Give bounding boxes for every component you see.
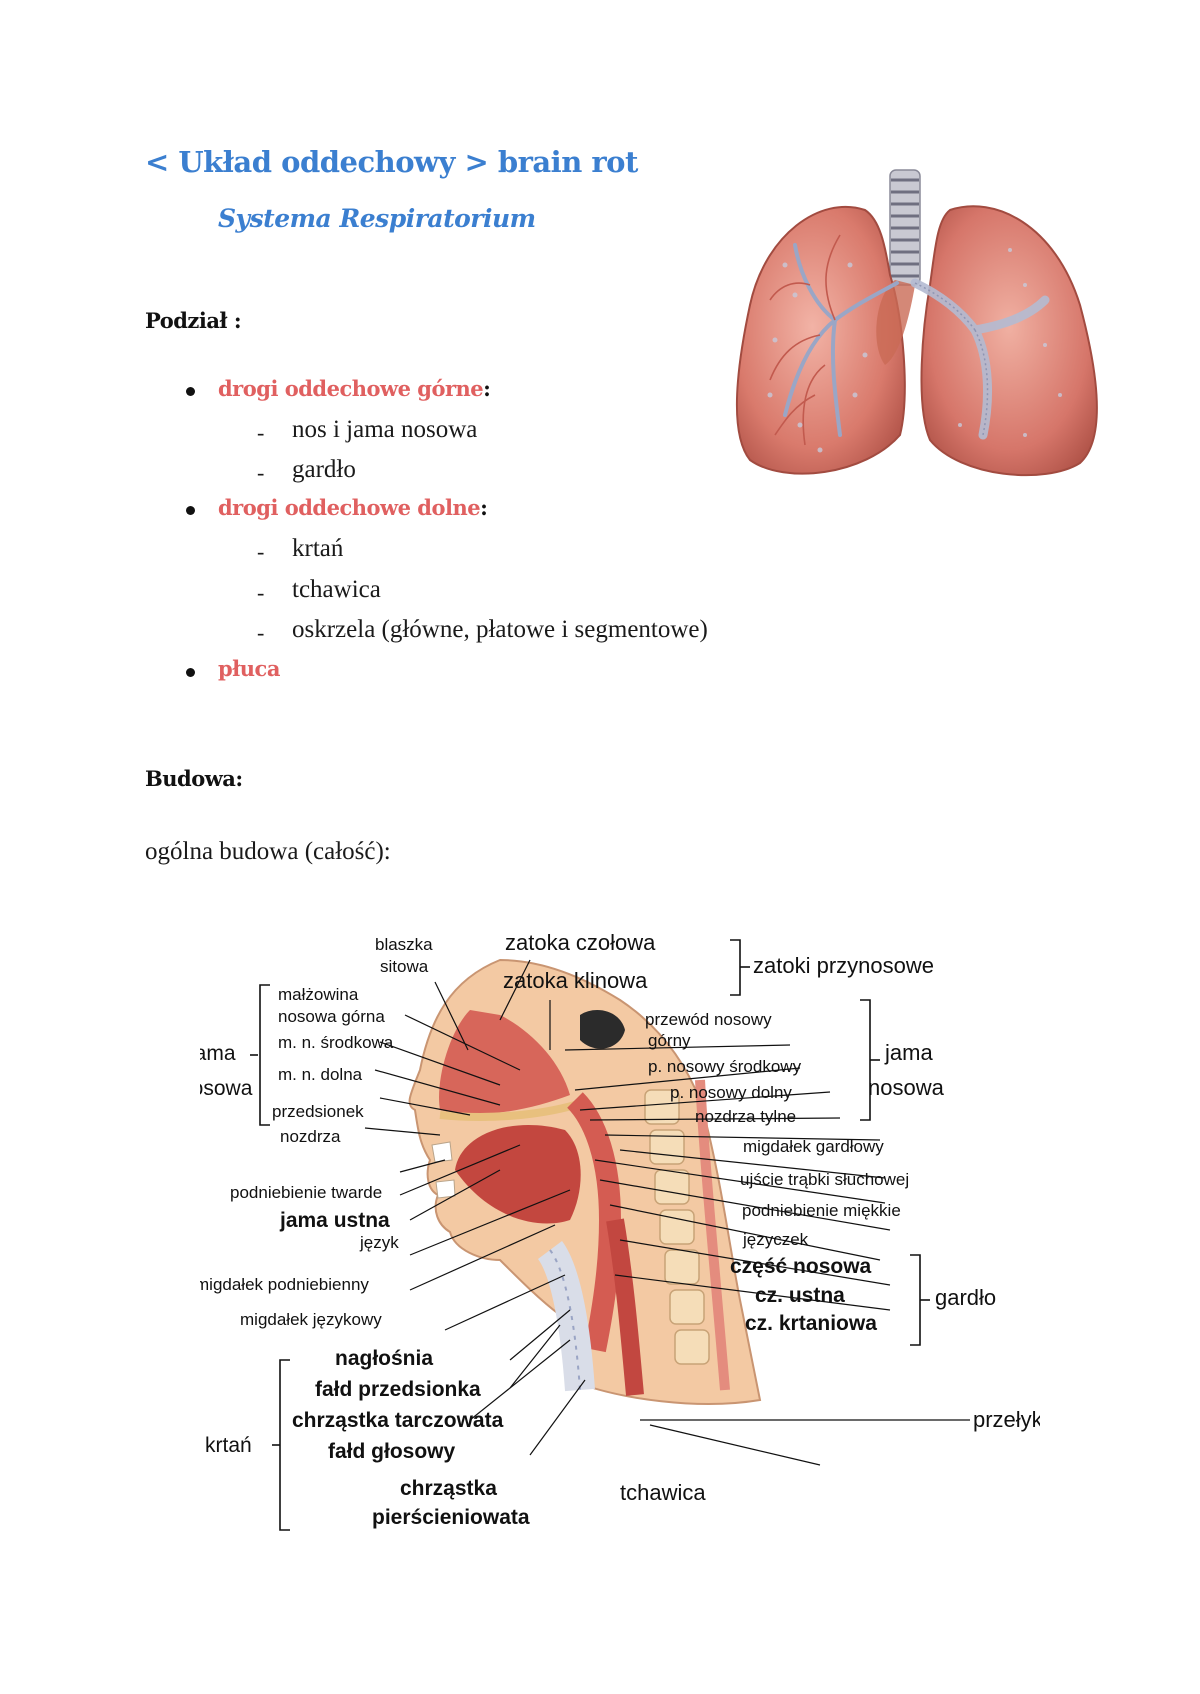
vessels-left-icon xyxy=(769,234,841,446)
bullet-icon xyxy=(186,506,195,515)
group-label: drogi oddechowe dolne xyxy=(218,495,481,520)
head-section-icon xyxy=(408,958,762,1405)
page-title: < Układ oddechowy > brain rot xyxy=(145,145,638,179)
label-fald-glosowy: fałd głosowy xyxy=(328,1440,456,1463)
label-nosowa-gorna: nosowa górna xyxy=(278,1007,385,1026)
label-jezyczek: języczek xyxy=(742,1230,809,1249)
label-naglosnia: nagłośnia xyxy=(335,1347,433,1370)
group-label: płuca xyxy=(218,656,280,681)
right-lung-icon xyxy=(920,205,1098,477)
label-nozdrza: nozdrza xyxy=(280,1127,341,1146)
head-neck-diagram: blaszka sitowa małżowina nosowa górna m.… xyxy=(200,930,1040,1531)
label-sitowa: sitowa xyxy=(380,957,429,976)
label-tchawica: tchawica xyxy=(620,1480,706,1505)
label-p-nosowy-srodkowy: p. nosowy środkowy xyxy=(648,1057,802,1076)
label-przelyk: przełyk xyxy=(973,1407,1040,1432)
label-migdalek-jezykowy: migdałek językowy xyxy=(240,1310,382,1329)
label-jama: jama xyxy=(200,1042,236,1065)
label-krtan: krtań xyxy=(205,1434,252,1457)
list-item: krtań xyxy=(292,535,344,562)
division-heading: Podział : xyxy=(145,308,242,333)
label-fald-przedsionka: fałd przedsionka xyxy=(315,1378,481,1401)
label-pierscieniowata: pierścieniowata xyxy=(372,1506,530,1529)
label-cz-krtaniowa: cz. krtaniowa xyxy=(745,1312,877,1335)
label-czesc-nosowa: część nosowa xyxy=(730,1255,872,1278)
label-chrzastka: chrząstka xyxy=(400,1477,497,1500)
dash-icon: - xyxy=(257,420,265,445)
structure-heading: Budowa: xyxy=(145,766,243,791)
dash-icon: - xyxy=(257,580,265,605)
dash-icon: - xyxy=(257,539,265,564)
page-subtitle: Systema Respiratorium xyxy=(218,204,536,233)
label-nosowa: nosowa xyxy=(200,1077,253,1100)
label-malzowina: małżowina xyxy=(278,985,359,1004)
list-item: nos i jama nosowa xyxy=(292,416,478,443)
label-gorny: górny xyxy=(648,1031,691,1050)
label-nozdrza-tylne: nozdrza tylne xyxy=(695,1107,796,1126)
dash-icon: - xyxy=(257,460,265,485)
group-label: drogi oddechowe górne xyxy=(218,376,484,401)
label-mn-srodkowa: m. n. środkowa xyxy=(278,1033,394,1052)
bronchi-left-icon xyxy=(783,243,899,437)
label-gardlo: gardło xyxy=(935,1285,996,1310)
group-upper: drogi oddechowe górne: xyxy=(218,376,491,401)
label-podniebienie-twarde: podniebienie twarde xyxy=(230,1183,382,1202)
label-p-nosowy-dolny: p. nosowy dolny xyxy=(670,1083,792,1102)
label-chrzastka-tarczowata: chrząstka tarczowata xyxy=(292,1409,504,1432)
brackets-icon xyxy=(250,939,930,1531)
lungs-illustration xyxy=(735,169,1098,477)
group-suffix: : xyxy=(483,376,491,401)
label-blaszka: blaszka xyxy=(375,935,433,954)
group-lungs: płuca xyxy=(218,656,280,681)
label-podniebienie-miekkie: podniebienie miękkie xyxy=(742,1201,901,1220)
general-structure-label: ogólna budowa (całość): xyxy=(145,838,391,865)
label-cz-ustna: cz. ustna xyxy=(755,1284,845,1307)
label-zatoka-czolowa: zatoka czołowa xyxy=(505,930,656,955)
label-przewod-nosowy: przewód nosowy xyxy=(645,1010,772,1029)
label-jama-right: jama xyxy=(884,1040,933,1065)
label-zatoki-przynosowe: zatoki przynosowe xyxy=(753,953,934,978)
label-migdalek-podniebienny: migdałek podniebienny xyxy=(200,1275,369,1294)
bullet-icon xyxy=(186,668,195,677)
group-lower: drogi oddechowe dolne: xyxy=(218,495,488,520)
group-suffix: : xyxy=(480,495,488,520)
list-item: gardło xyxy=(292,456,356,483)
list-item: tchawica xyxy=(292,576,381,603)
label-zatoka-klinowa: zatoka klinowa xyxy=(503,968,648,993)
left-lung-icon xyxy=(735,205,906,475)
label-przedsionek: przedsionek xyxy=(272,1102,364,1121)
label-nosowa-right: nosowa xyxy=(868,1075,945,1100)
label-migdalek-gardlowy: migdałek gardłowy xyxy=(743,1137,884,1156)
dash-icon: - xyxy=(257,620,265,645)
label-mn-dolna: m. n. dolna xyxy=(278,1065,363,1084)
label-jama-ustna: jama ustna xyxy=(279,1209,390,1232)
leader-lines-icon xyxy=(364,959,970,1466)
trachea-icon xyxy=(889,169,921,286)
bullet-icon xyxy=(186,387,195,396)
label-jezyk: język xyxy=(359,1233,399,1252)
list-item: oskrzela (główne, płatowe i segmentowe) xyxy=(292,616,708,643)
label-ujscie: ujście trąbki słuchowej xyxy=(740,1170,909,1189)
